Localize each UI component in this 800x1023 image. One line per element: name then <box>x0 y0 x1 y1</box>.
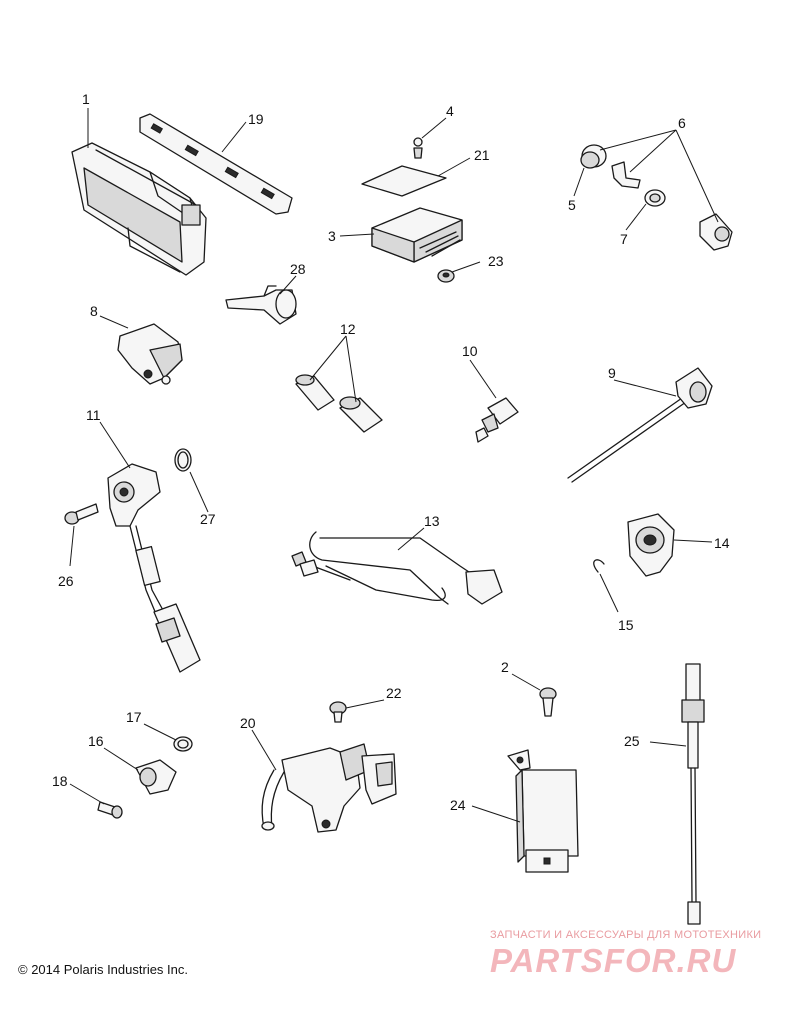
callout-1: 1 <box>82 91 90 107</box>
callout-17: 17 <box>126 709 142 725</box>
part-9-probe <box>567 367 713 483</box>
callout-18: 18 <box>52 773 68 789</box>
callout-19: 19 <box>248 111 264 127</box>
callout-5: 5 <box>568 197 576 213</box>
part-2-bolt <box>539 687 557 717</box>
callout-27: 27 <box>200 511 216 527</box>
part-18-bolt <box>97 801 123 819</box>
callout-10: 10 <box>462 343 478 359</box>
part-28-sensor <box>225 285 297 325</box>
part-21-cover <box>361 165 447 197</box>
part-22-screw <box>329 701 347 723</box>
callout-7: 7 <box>620 231 628 247</box>
part-11-tps-sensor <box>107 463 201 673</box>
callout-12: 12 <box>340 321 356 337</box>
part-6-terminal <box>611 161 641 189</box>
part-12-plugs <box>295 374 383 433</box>
callout-28: 28 <box>290 261 306 277</box>
callout-20: 20 <box>240 715 256 731</box>
callout-26: 26 <box>58 573 74 589</box>
part-6-sensor <box>699 213 733 251</box>
part-5-sensor <box>580 144 607 169</box>
callout-3: 3 <box>328 228 336 244</box>
part-7-washer <box>644 189 666 207</box>
callout-25: 25 <box>624 733 640 749</box>
part-24-relay <box>507 749 579 873</box>
callout-8: 8 <box>90 303 98 319</box>
part-16-sensor <box>135 759 177 795</box>
watermark-tagline: ЗАПЧАСТИ И АКСЕССУАРЫ ДЛЯ МОТОТЕХНИКИ <box>490 929 762 941</box>
watermark-logo: PARTSFOR.RU <box>490 942 737 979</box>
part-1-ecu <box>71 142 207 276</box>
callout-13: 13 <box>424 513 440 529</box>
callout-2: 2 <box>501 659 509 675</box>
callout-22: 22 <box>386 685 402 701</box>
callout-11: 11 <box>86 407 101 423</box>
part-27-oring <box>174 448 192 472</box>
part-4-screw <box>413 137 423 159</box>
callout-labels: 1 2 3 4 5 6 7 8 9 10 11 12 13 14 15 16 1… <box>52 91 730 813</box>
copyright-notice: © 2014 Polaris Industries Inc. <box>18 962 188 977</box>
leader-lines <box>69 108 719 823</box>
part-13-harness <box>291 531 503 605</box>
callout-4: 4 <box>446 103 454 119</box>
part-19-bracket <box>139 113 293 215</box>
callout-9: 9 <box>608 365 616 381</box>
part-25-probe <box>681 663 705 925</box>
part-3-module-box <box>371 207 463 263</box>
part-14-knock-sensor <box>627 513 675 577</box>
part-23-grommet <box>437 269 455 283</box>
callout-6: 6 <box>678 115 686 131</box>
part-26-screw <box>64 503 99 525</box>
callout-14: 14 <box>714 535 730 551</box>
part-20-valve <box>261 743 397 833</box>
part-10-temp-sensor <box>475 397 519 443</box>
callout-23: 23 <box>488 253 504 269</box>
part-8-map-sensor <box>117 323 183 385</box>
callout-15: 15 <box>618 617 634 633</box>
callout-16: 16 <box>88 733 104 749</box>
part-15-clip <box>593 559 605 573</box>
part-17-oring <box>173 736 193 752</box>
callout-24: 24 <box>450 797 466 813</box>
callout-21: 21 <box>474 147 490 163</box>
